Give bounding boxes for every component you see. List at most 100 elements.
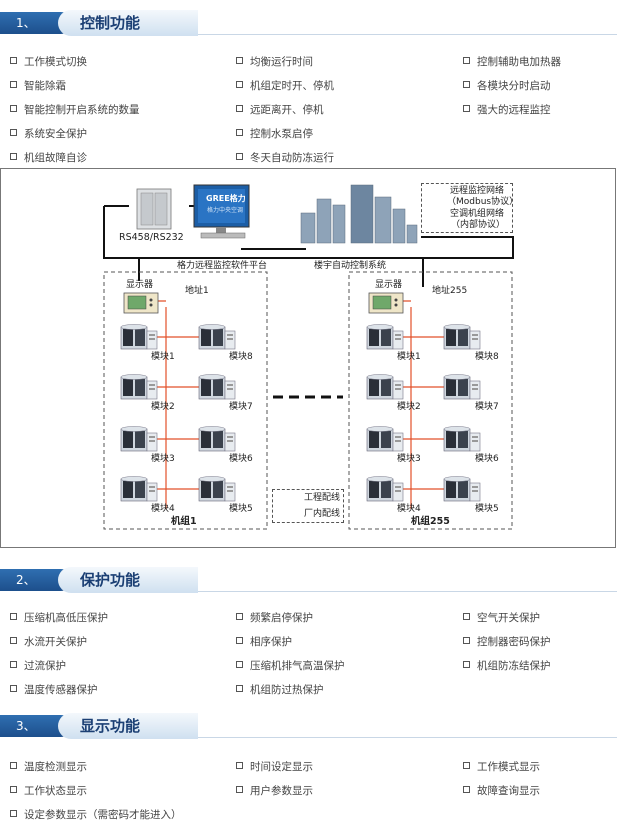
module-label: 模块7 [229,402,253,412]
checkbox-icon [236,81,243,88]
module-label: 模块8 [475,352,499,362]
legend-network [421,183,513,233]
list-item: 机组防过热保护 [236,683,324,697]
checkbox-icon [463,613,470,620]
list-item: 机组防冻结保护 [463,659,551,673]
list-item: 冬天自动防冻运行 [236,151,334,165]
list-item: 远距离开、停机 [236,103,324,117]
unit-icon [198,324,236,350]
checkbox-icon [463,105,470,112]
unit-icon [443,426,481,452]
list-item: 时间设定显示 [236,760,313,774]
unit-icon [120,324,158,350]
checkbox-icon [10,105,17,112]
module-label: 模块3 [397,454,421,464]
module-label: 模块5 [475,504,499,514]
list-item: 各模块分时启动 [463,79,551,93]
list-item: 压缩机高低压保护 [10,611,108,625]
module-label: 模块5 [229,504,253,514]
list-item: 均衡运行时间 [236,55,313,69]
list-row: 水流开关保护 相序保护 控制器密码保护 [8,635,608,659]
list-row: 工作模式切换 均衡运行时间 控制辅助电加热器 [8,55,608,79]
list-item: 设定参数显示（需密码才能进入） [10,808,182,822]
checkbox-icon [10,613,17,620]
platform-label: 格力远程监控软件平台 [177,261,268,271]
list-row: 压缩机高低压保护 频繁启停保护 空气开关保护 [8,611,608,635]
module-label: 模块6 [229,454,253,464]
section-header-display: 3、 显示功能 [0,713,617,739]
group-label: 机组1 [171,516,197,527]
section-number: 3、 [0,715,72,737]
list-item: 温度传感器保护 [10,683,98,697]
checkbox-icon [10,685,17,692]
address-label: 地址1 [185,286,209,296]
unit-icon [366,426,404,452]
checkbox-icon [236,613,243,620]
unit-icon [120,476,158,502]
checkbox-icon [463,661,470,668]
list-row: 系统安全保护 控制水泵启停 [8,127,608,151]
list-item: 智能除霜 [10,79,66,93]
server-icon [136,188,172,230]
checkbox-icon [463,637,470,644]
checkbox-icon [236,105,243,112]
brand-logo-text: GREE格力 [206,194,246,203]
section-number: 1、 [0,12,72,34]
checkbox-icon [10,57,17,64]
module-label: 模块8 [229,352,253,362]
module-label: 模块2 [151,402,175,412]
legend-internal-label: 空调机组网络 [450,209,505,219]
legend-remote-label: 远程监控网络 [450,186,505,196]
checkbox-icon [463,786,470,793]
unit-icon [443,476,481,502]
list-item: 频繁启停保护 [236,611,313,625]
checkbox-icon [10,153,17,160]
divider [198,34,617,35]
feature-list-control: 工作模式切换 均衡运行时间 控制辅助电加热器 智能除霜 机组定时开、停机 各模块… [8,55,608,175]
divider [198,591,617,592]
group-label: 机组255 [411,516,450,527]
legend-remote-protocol: （Modbus协议） [447,197,519,207]
unit-icon [366,324,404,350]
list-item: 控制辅助电加热器 [463,55,561,69]
checkbox-icon [236,661,243,668]
unit-icon [198,476,236,502]
checkbox-icon [236,685,243,692]
list-item: 相序保护 [236,635,292,649]
list-item: 用户参数显示 [236,784,313,798]
unit-icon [443,374,481,400]
feature-list-display: 温度检测显示 时间设定显示 工作模式显示 工作状态显示 用户参数显示 故障查询显… [8,760,608,832]
checkbox-icon [10,661,17,668]
address-label: 地址255 [432,286,468,296]
list-item: 系统安全保护 [10,127,87,141]
unit-icon [120,426,158,452]
module-label: 模块7 [475,402,499,412]
feature-list-protection: 压缩机高低压保护 频繁启停保护 空气开关保护 水流开关保护 相序保护 控制器密码… [8,611,608,707]
module-label: 模块2 [397,402,421,412]
display-device-icon [123,292,159,314]
checkbox-icon [10,810,17,817]
checkbox-icon [236,57,243,64]
list-item: 故障查询显示 [463,784,540,798]
unit-icon [366,374,404,400]
network-diagram: 远程监控网络 （Modbus协议） 空调机组网络 （内部协议） 工程配线 厂内配… [0,168,616,548]
monitor-icon [193,184,250,239]
checkbox-icon [10,129,17,136]
list-item: 控制器密码保护 [463,635,551,649]
list-item: 机组故障自诊 [10,151,87,165]
list-item: 过流保护 [10,659,66,673]
list-item: 控制水泵启停 [236,127,313,141]
checkbox-icon [236,637,243,644]
list-row: 温度检测显示 时间设定显示 工作模式显示 [8,760,608,784]
list-row: 设定参数显示（需密码才能进入） [8,808,608,832]
list-row: 智能控制开启系统的数量 远距离开、停机 强大的远程监控 [8,103,608,127]
unit-icon [120,374,158,400]
legend-engineering-label: 工程配线 [304,493,341,503]
checkbox-icon [463,57,470,64]
list-item: 强大的远程监控 [463,103,551,117]
checkbox-icon [463,81,470,88]
legend-internal-protocol: （内部协议） [451,220,506,230]
checkbox-icon [463,762,470,769]
unit-icon [366,476,404,502]
list-item: 机组定时开、停机 [236,79,334,93]
